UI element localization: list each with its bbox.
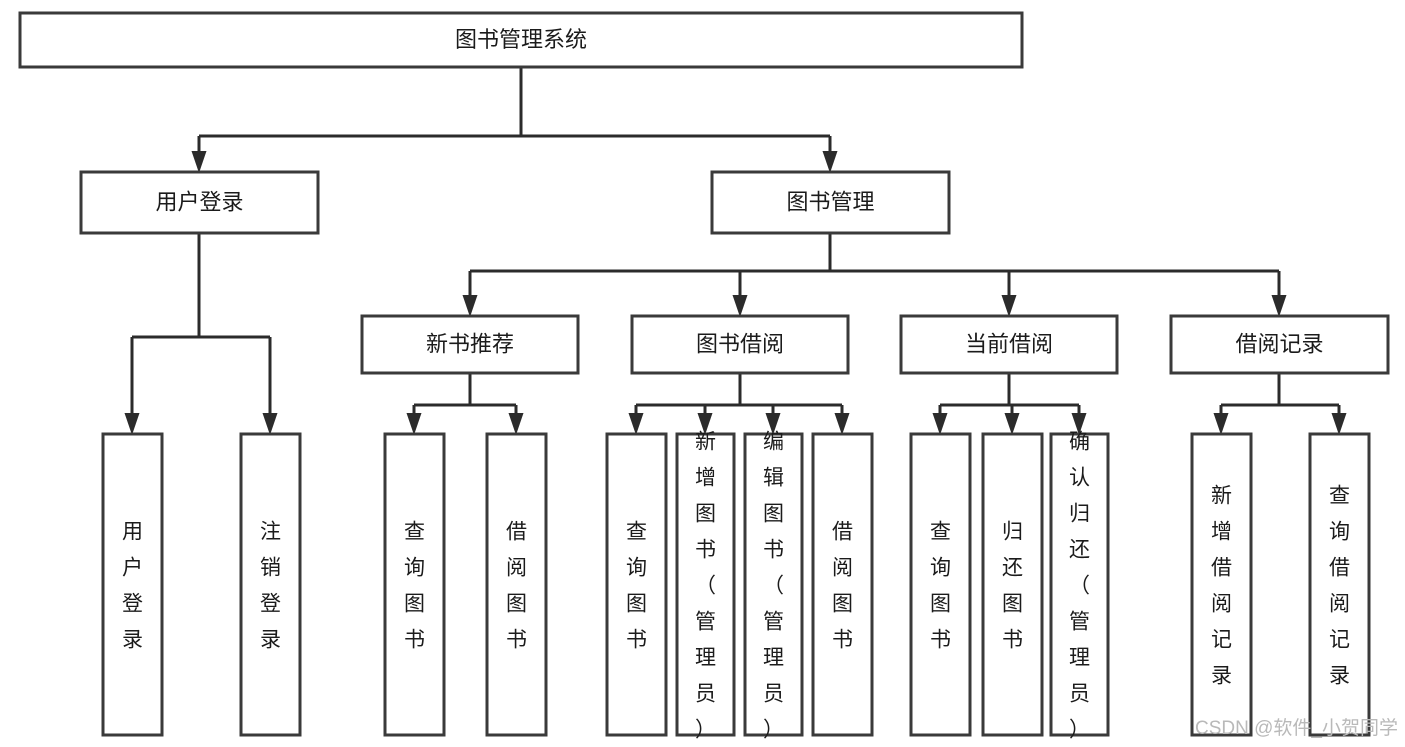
node-leaf-logout-login[interactable]: 注销登录	[239, 432, 302, 737]
node-box-leaf-logout-login[interactable]	[239, 432, 302, 737]
nodes-layer: 图书管理系统用户登录图书管理新书推荐图书借阅当前借阅借阅记录用户登录注销登录查询…	[18, 11, 1390, 741]
node-box-root[interactable]	[18, 11, 1024, 69]
arrow-head-0	[932, 413, 948, 435]
node-box-leaf-query-book-current[interactable]	[909, 432, 972, 737]
arrow-head-1	[822, 151, 838, 173]
node-label-leaf-user-login: 用户登录	[122, 520, 143, 651]
node-leaf-borrow-book[interactable]: 借阅图书	[811, 432, 874, 737]
connectors-layer	[124, 67, 1347, 435]
arrow-head-0	[462, 295, 478, 317]
node-leaf-query-book-recommend[interactable]: 查询图书	[383, 432, 446, 737]
node-label-book-manage: 图书管理	[786, 189, 874, 214]
connector-group-new-book-recommend-to-leaves	[406, 373, 524, 435]
node-box-leaf-query-book-borrow[interactable]	[605, 432, 668, 737]
node-box-book-manage[interactable]	[710, 170, 951, 235]
arrow-head-3	[1271, 295, 1287, 317]
node-new-book-recommend[interactable]: 新书推荐	[360, 314, 580, 375]
node-book-borrow[interactable]: 图书借阅	[630, 314, 850, 375]
node-box-leaf-confirm-return-admin[interactable]	[1049, 432, 1110, 737]
node-leaf-query-borrow-record[interactable]: 查询借阅记录	[1308, 432, 1371, 737]
arrow-head-0	[124, 413, 140, 435]
node-leaf-query-book-borrow[interactable]: 查询图书	[605, 432, 668, 737]
node-box-leaf-query-borrow-record[interactable]	[1308, 432, 1371, 737]
node-user-login[interactable]: 用户登录	[79, 170, 320, 235]
arrow-head-3	[834, 413, 850, 435]
arrow-head-1	[508, 413, 524, 435]
node-book-manage[interactable]: 图书管理	[710, 170, 951, 235]
node-label-current-borrow: 当前借阅	[965, 331, 1053, 356]
arrow-head-0	[1213, 413, 1229, 435]
connector-group-root-to-level2	[191, 67, 838, 173]
arrow-head-2	[1001, 295, 1017, 317]
node-label-new-book-recommend: 新书推荐	[426, 331, 514, 356]
node-label-root: 图书管理系统	[455, 27, 587, 52]
node-leaf-edit-book-admin[interactable]: 编辑图书（管理员）	[743, 430, 804, 741]
node-box-leaf-add-borrow-record[interactable]	[1190, 432, 1253, 737]
arrow-head-1	[697, 413, 713, 435]
connector-group-user-login-to-leaves	[124, 233, 278, 435]
connector-group-book-manage-to-level3	[462, 233, 1287, 317]
arrow-head-0	[191, 151, 207, 173]
node-box-new-book-recommend[interactable]	[360, 314, 580, 375]
node-borrow-record[interactable]: 借阅记录	[1169, 314, 1390, 375]
node-box-leaf-edit-book-admin[interactable]	[743, 432, 804, 737]
node-label-leaf-query-book-recommend: 查询图书	[404, 520, 425, 651]
node-current-borrow[interactable]: 当前借阅	[899, 314, 1119, 375]
node-label-leaf-logout-login: 注销登录	[260, 520, 281, 651]
node-label-leaf-confirm-return-admin: 确认归还（管理员）	[1069, 430, 1090, 741]
node-label-leaf-query-book-borrow: 查询图书	[626, 520, 647, 651]
arrow-head-2	[1071, 413, 1087, 435]
arrow-head-1	[1004, 413, 1020, 435]
node-leaf-borrow-book-recommend[interactable]: 借阅图书	[485, 432, 548, 737]
arrow-head-1	[732, 295, 748, 317]
node-label-leaf-query-book-current: 查询图书	[930, 520, 951, 651]
node-box-user-login[interactable]	[79, 170, 320, 235]
arrow-head-1	[262, 413, 278, 435]
node-label-user-login: 用户登录	[155, 189, 243, 214]
watermark-label: CSDN @软件_小贺同学	[1195, 717, 1398, 739]
arrow-head-0	[406, 413, 422, 435]
node-leaf-user-login[interactable]: 用户登录	[101, 432, 164, 737]
node-label-leaf-return-book: 归还图书	[1002, 520, 1023, 651]
node-leaf-confirm-return-admin[interactable]: 确认归还（管理员）	[1049, 430, 1110, 741]
connector-group-borrow-record-to-leaves	[1213, 373, 1347, 435]
node-leaf-return-book[interactable]: 归还图书	[981, 432, 1044, 737]
arrow-head-1	[1331, 413, 1347, 435]
node-label-leaf-query-borrow-record: 查询借阅记录	[1329, 484, 1350, 687]
node-label-book-borrow: 图书借阅	[696, 331, 784, 356]
node-box-leaf-query-book-recommend[interactable]	[383, 432, 446, 737]
node-box-current-borrow[interactable]	[899, 314, 1119, 375]
node-label-leaf-add-book-admin: 新增图书（管理员）	[695, 430, 716, 741]
node-leaf-add-borrow-record[interactable]: 新增借阅记录	[1190, 432, 1253, 737]
node-label-leaf-borrow-book-recommend: 借阅图书	[506, 520, 527, 651]
node-label-leaf-add-borrow-record: 新增借阅记录	[1211, 484, 1232, 687]
node-label-leaf-borrow-book: 借阅图书	[832, 520, 853, 651]
node-box-leaf-add-book-admin[interactable]	[675, 432, 736, 737]
arrow-head-0	[628, 413, 644, 435]
node-box-leaf-borrow-book-recommend[interactable]	[485, 432, 548, 737]
node-leaf-add-book-admin[interactable]: 新增图书（管理员）	[675, 430, 736, 741]
arrow-head-2	[765, 413, 781, 435]
node-box-leaf-borrow-book[interactable]	[811, 432, 874, 737]
connector-group-current-borrow-to-leaves	[932, 373, 1087, 435]
node-leaf-query-book-current[interactable]: 查询图书	[909, 432, 972, 737]
node-box-leaf-return-book[interactable]	[981, 432, 1044, 737]
node-box-book-borrow[interactable]	[630, 314, 850, 375]
connector-group-book-borrow-to-leaves	[628, 373, 850, 435]
node-label-borrow-record: 借阅记录	[1235, 331, 1323, 356]
node-label-leaf-edit-book-admin: 编辑图书（管理员）	[763, 430, 784, 741]
node-box-leaf-user-login[interactable]	[101, 432, 164, 737]
node-box-borrow-record[interactable]	[1169, 314, 1390, 375]
node-root[interactable]: 图书管理系统	[18, 11, 1024, 69]
